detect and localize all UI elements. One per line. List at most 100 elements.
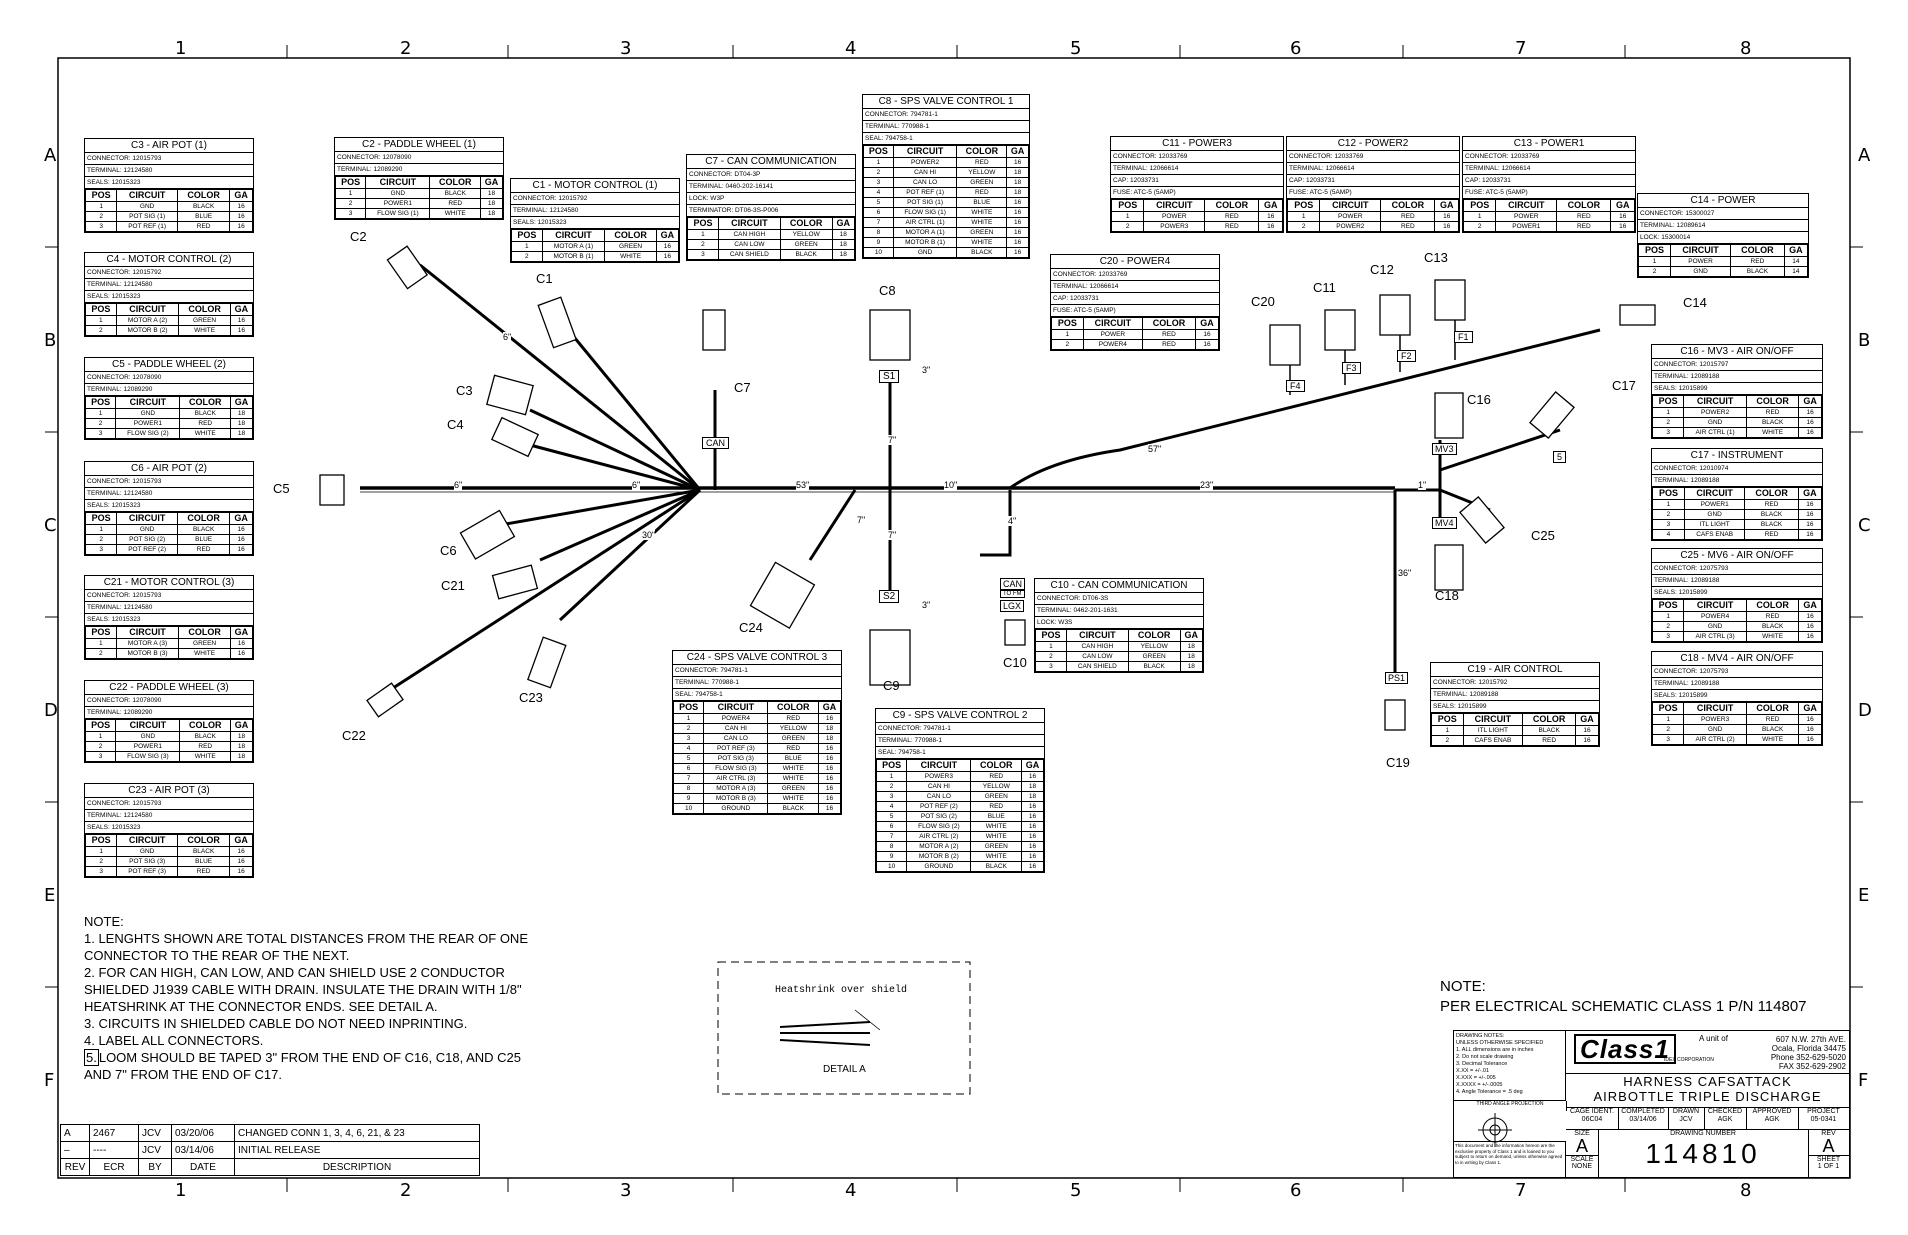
connector-table-title: C22 - PADDLE WHEEL (3) xyxy=(85,681,253,695)
notes-heading: NOTE: xyxy=(84,914,124,929)
table-cell: 1 xyxy=(863,157,894,168)
table-cell: 1 xyxy=(1431,725,1464,736)
grid-row-D-left: D xyxy=(44,700,58,721)
address-line: Ocala, Florida 34475 xyxy=(1771,1044,1846,1053)
drawing-note-line: X.XX = +/-.01 xyxy=(1456,1068,1490,1074)
table-cell: CAN SHIELD xyxy=(717,249,781,260)
table-header: COLOR xyxy=(1744,487,1799,500)
label-c6: C6 xyxy=(440,543,457,558)
project-value: 05-0341 xyxy=(1810,1116,1837,1123)
table-header: COLOR xyxy=(429,176,482,189)
table-cell: 2 xyxy=(1651,417,1685,428)
table-cell: 16 xyxy=(1006,207,1029,218)
table-cell: 2 xyxy=(1110,221,1145,232)
table-header: COLOR xyxy=(779,217,833,230)
table-header: GA xyxy=(818,701,841,714)
table-cell: RED xyxy=(1142,339,1197,350)
table-cell: BLACK xyxy=(176,846,231,857)
connector-table-meta: CONNECTOR: 12078090 xyxy=(335,152,503,164)
table-cell: 4 xyxy=(1652,529,1685,540)
table-cell: 16 xyxy=(1575,735,1599,746)
table-cell: 16 xyxy=(1195,339,1219,350)
revision-cell: ---- xyxy=(89,1141,139,1159)
table-cell: MOTOR B (2) xyxy=(115,325,180,336)
c19-body xyxy=(1384,699,1406,731)
table-cell: WHITE xyxy=(178,325,231,336)
table-cell: RED xyxy=(767,743,820,754)
approved-label: APPROVED xyxy=(1752,1108,1792,1115)
grid-col-7-top: 7 xyxy=(1515,38,1527,59)
title-line-1: HARNESS CAFSATTACK xyxy=(1566,1073,1849,1090)
table-header: GA xyxy=(1783,244,1809,257)
table-cell: RED xyxy=(1556,211,1612,222)
table-header: CIRCUIT xyxy=(703,701,769,714)
connector-table-meta: SEALS: 12015899 xyxy=(1431,701,1599,713)
table-header: CIRCUIT xyxy=(1143,199,1206,212)
table-header: GA xyxy=(1610,199,1635,212)
table-cell: YELLOW xyxy=(970,781,1023,792)
table-cell: 16 xyxy=(1798,631,1822,642)
connector-table-title: C16 - MV3 - AIR ON/OFF xyxy=(1652,345,1822,359)
grid-row-A-right: A xyxy=(1858,145,1871,166)
table-cell: GND xyxy=(116,524,178,535)
table-cell: 18 xyxy=(230,408,253,419)
connector-table-meta: CONNECTOR: DT04-3P xyxy=(687,169,855,181)
table-cell: POWER1 xyxy=(1683,499,1746,510)
connector-table-title: C10 - CAN COMMUNICATION xyxy=(1035,579,1203,593)
connector-table-title: C25 - MV6 - AIR ON/OFF xyxy=(1652,549,1822,563)
table-cell: MOTOR B (2) xyxy=(906,851,972,862)
table-header: COLOR xyxy=(1745,395,1800,408)
tag-f3: F3 xyxy=(1342,362,1361,374)
table-cell: FLOW SIG (1) xyxy=(365,208,431,219)
table-cell: RED xyxy=(1744,499,1799,510)
table-cell: 18 xyxy=(230,731,253,742)
table-cell: 16 xyxy=(1610,221,1635,232)
table-cell: 2 xyxy=(1651,724,1685,735)
table-cell: POT REF (3) xyxy=(703,743,769,754)
table-cell: 16 xyxy=(1006,197,1029,208)
table-header: POS xyxy=(672,701,705,714)
table-header: COLOR xyxy=(1204,199,1260,212)
table-header: CIRCUIT xyxy=(1065,629,1129,642)
completed-label: COMPLETED xyxy=(1621,1108,1665,1115)
table-header: GA xyxy=(1258,199,1283,212)
label-c7: C7 xyxy=(734,380,751,395)
title-block: DRAWING NOTES:UNLESS OTHERWISE SPECIFIED… xyxy=(1453,1030,1850,1178)
table-header: CIRCUIT xyxy=(115,626,180,639)
confidential-notice: This document and the information hereon… xyxy=(1454,1141,1566,1177)
table-cell: 6 xyxy=(875,821,908,832)
table-cell: 16 xyxy=(1797,509,1823,520)
table-header: POS xyxy=(1051,317,1084,330)
table-cell: 18 xyxy=(818,733,841,744)
table-cell: CAN LO xyxy=(906,791,972,802)
grid-col-4-top: 4 xyxy=(845,38,857,59)
drawing-note-line: 4. Angle Tolerance = .5 deg xyxy=(1456,1089,1523,1095)
table-cell: 2 xyxy=(511,251,543,262)
dim-36: 36" xyxy=(1398,568,1412,578)
table-cell: GREEN xyxy=(1127,651,1181,662)
table-header: CIRCUIT xyxy=(906,759,972,772)
table-cell: POT SIG (3) xyxy=(703,753,769,764)
table-cell: GROUND xyxy=(906,861,972,872)
table-cell: 16 xyxy=(1006,237,1029,248)
dim-6c: 6" xyxy=(503,332,512,342)
connector-table-meta: CONNECTOR: 12015792 xyxy=(1431,677,1599,689)
table-cell: RED xyxy=(1744,529,1799,540)
table-cell: 4 xyxy=(863,187,894,198)
table-cell: 16 xyxy=(229,866,253,877)
table-cell: 16 xyxy=(1798,417,1822,428)
table-cell: BLACK xyxy=(1744,519,1799,530)
table-header: GA xyxy=(1195,317,1219,330)
connector-table-meta: SEALS: 12015323 xyxy=(85,177,253,189)
